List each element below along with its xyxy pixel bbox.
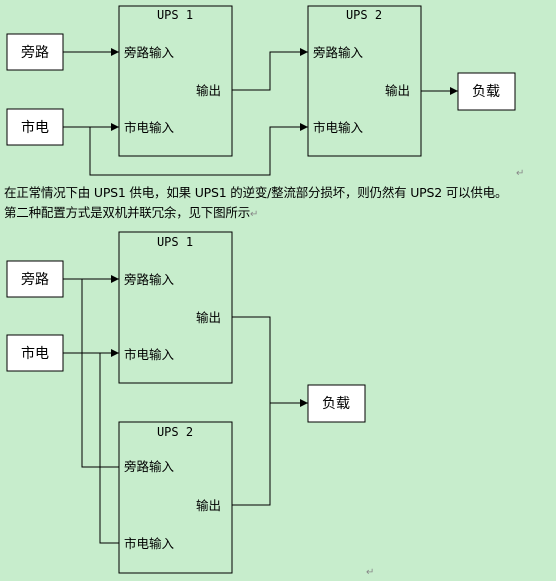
ups2-title-2: UPS 2 [157, 425, 193, 439]
ups2-output-label-2: 输出 [196, 498, 221, 513]
load-label: 负载 [472, 84, 500, 100]
ups2-mains-input-label-2: 市电输入 [124, 536, 175, 551]
load-box-2 [307, 384, 366, 423]
diagram-series-redundancy: 旁路 市电 UPS 1 旁路输入 市电输入 输出 UPS 2 旁路输入 市电输入… [6, 5, 516, 176]
ups1-mains-input-label: 市电输入 [124, 120, 175, 135]
ups1-title: UPS 1 [157, 8, 193, 22]
paragraph-1: 在正常情况下由 UPS1 供电，如果 UPS1 的逆变/整流部分损坏，则仍然有 … [4, 185, 508, 200]
load-box [457, 72, 516, 111]
paragraph-2: 第二种配置方式是双机并联冗余，见下图所示 [4, 205, 251, 220]
wire-mains-to-ups2 [89, 123, 308, 176]
ups1-bypass-input-label-2: 旁路输入 [124, 272, 175, 287]
return-mark-2: ↵ [366, 567, 374, 578]
ups2-box-2 [118, 421, 233, 574]
wire-ups1-output-to-ups2-bypass [232, 48, 308, 91]
wire-mains-to-ups2-2 [99, 353, 119, 544]
paragraph-2-line: 第二种配置方式是双机并联冗余，见下图所示↵ [4, 205, 258, 223]
mains-source-box-2 [6, 334, 64, 372]
bypass-source-box-2 [6, 260, 64, 298]
ups2-output-label: 输出 [385, 83, 410, 98]
diagram-parallel-redundancy: 旁路 市电 UPS 1 旁路输入 市电输入 输出 UPS 2 旁路输入 市电输入… [6, 231, 366, 574]
ups2-bypass-input-label: 旁路输入 [313, 45, 364, 60]
ups1-bypass-input-label: 旁路输入 [124, 45, 175, 60]
ups1-box-2 [118, 231, 233, 384]
bypass-source-label-2: 旁路 [21, 271, 49, 288]
ups2-box [307, 5, 422, 157]
ups1-output-label-2: 输出 [196, 310, 221, 325]
bypass-source-label: 旁路 [21, 44, 49, 61]
ups1-output-label: 输出 [196, 83, 221, 98]
wire-ups1-output-to-bus [232, 316, 271, 506]
return-mark-1: ↵ [516, 168, 524, 179]
ups2-title: UPS 2 [346, 8, 382, 22]
bypass-source-box [6, 33, 64, 71]
ups1-box [118, 5, 233, 157]
mains-source-label-2: 市电 [21, 345, 49, 362]
mains-source-label: 市电 [21, 119, 49, 136]
ups2-bypass-input-label-2: 旁路输入 [124, 459, 175, 474]
mains-source-box [6, 108, 64, 146]
wire-bypass-to-ups2-2 [81, 279, 119, 468]
ups1-title-2: UPS 1 [157, 235, 193, 249]
load-label-2: 负载 [322, 396, 350, 412]
ups2-mains-input-label: 市电输入 [313, 120, 364, 135]
return-mark-3: ↵ [250, 209, 259, 220]
ups1-mains-input-label-2: 市电输入 [124, 347, 175, 362]
